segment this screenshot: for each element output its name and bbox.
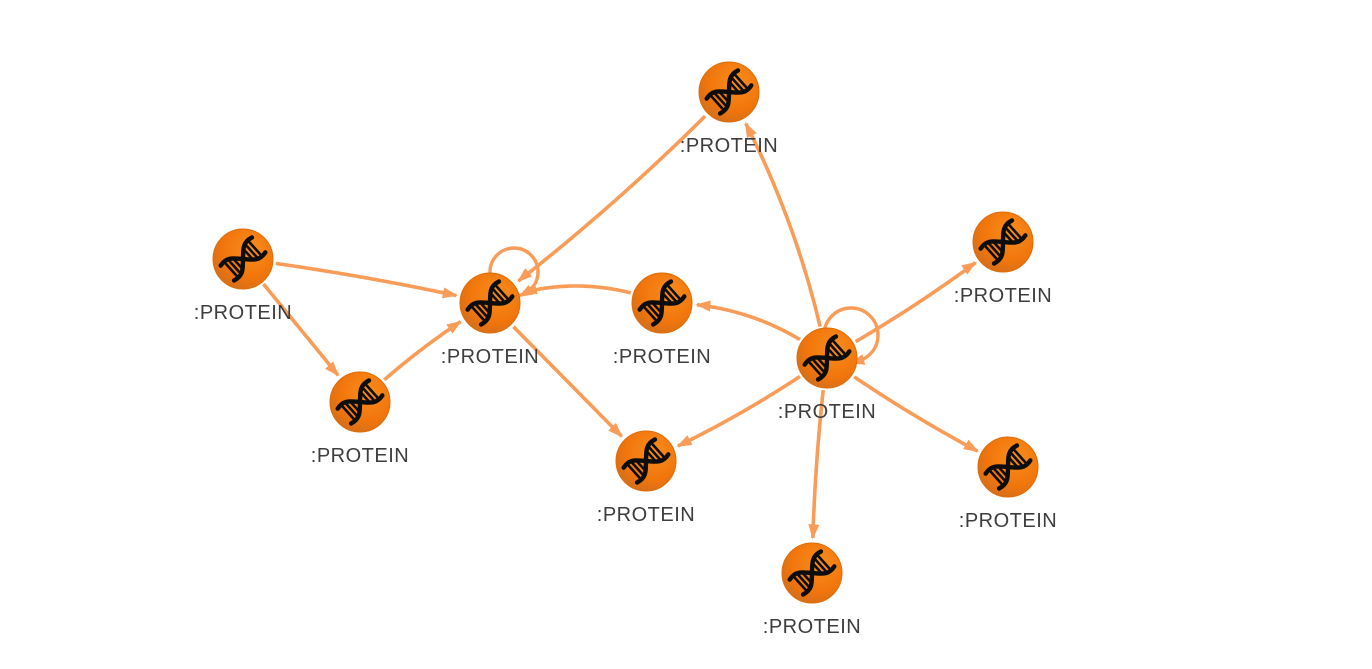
dna-icon [978, 218, 1028, 266]
self-loop-arrowhead [519, 285, 534, 297]
graph-edge[interactable] [383, 320, 462, 382]
graph-edge[interactable] [853, 375, 979, 453]
graph-node[interactable] [698, 61, 760, 123]
node-label: :PROTEIN [763, 616, 861, 638]
dna-icon [218, 235, 268, 283]
graph-node[interactable] [212, 228, 274, 290]
node-label: :PROTEIN [441, 346, 539, 368]
node-label: :PROTEIN [194, 302, 292, 324]
graph-edge[interactable] [808, 389, 825, 540]
dna-icon [465, 279, 515, 327]
node-label: :PROTEIN [954, 285, 1052, 307]
graph-node[interactable] [781, 542, 843, 604]
node-label: :PROTEIN [680, 135, 778, 157]
graph-node[interactable] [796, 327, 858, 389]
graph-edge[interactable] [744, 122, 822, 327]
node-label: :PROTEIN [613, 346, 711, 368]
nodes-layer [212, 61, 1039, 604]
node-label: :PROTEIN [959, 510, 1057, 532]
graph-node[interactable] [615, 430, 677, 492]
graph-edge[interactable] [517, 114, 707, 283]
labels-layer: :PROTEIN :PROTEIN :PROTEIN :PROTEIN :PROTEIN… [194, 135, 1057, 638]
graph-node[interactable] [631, 272, 693, 334]
dna-icon [983, 443, 1033, 491]
graph-edge[interactable] [275, 261, 458, 299]
graph-edge[interactable] [262, 282, 340, 377]
edges-layer [262, 114, 979, 540]
graph-node[interactable] [977, 436, 1039, 498]
dna-icon [787, 549, 837, 597]
graph-node[interactable] [459, 272, 521, 334]
graph-edge[interactable] [695, 300, 801, 342]
graph-edge[interactable] [676, 374, 801, 448]
dna-icon [802, 334, 852, 382]
dna-icon [704, 68, 754, 116]
node-label: :PROTEIN [597, 504, 695, 526]
graph-node[interactable] [972, 211, 1034, 273]
graph-node[interactable] [329, 371, 391, 433]
node-label: :PROTEIN [778, 401, 876, 423]
dna-icon [621, 437, 671, 485]
graph-edge[interactable] [512, 325, 623, 438]
graph-edge[interactable] [521, 283, 632, 295]
node-label: :PROTEIN [311, 445, 409, 467]
dna-icon [335, 378, 385, 426]
dna-icon [637, 279, 687, 327]
